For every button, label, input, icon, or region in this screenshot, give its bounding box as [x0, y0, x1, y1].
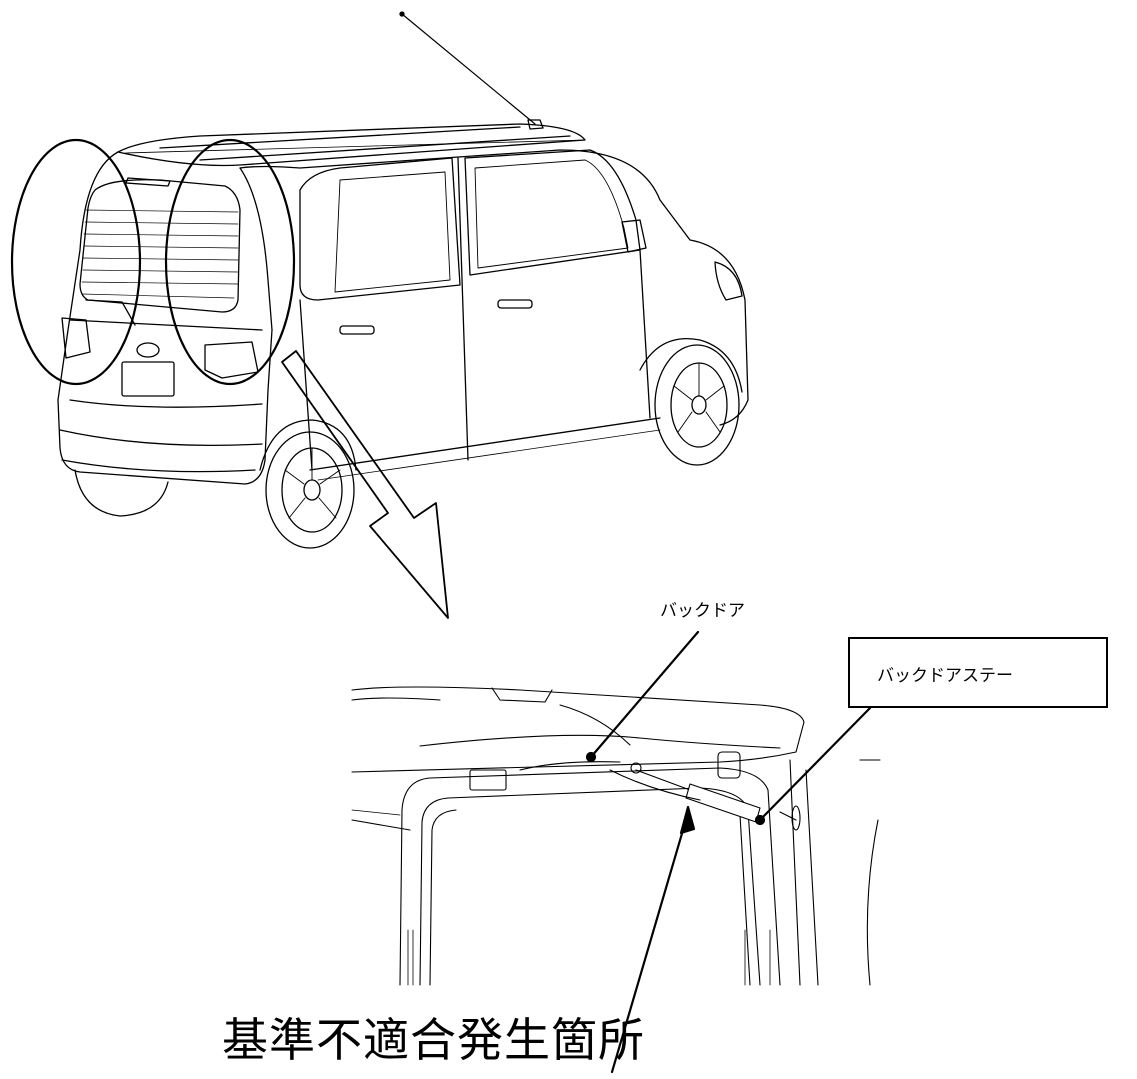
detail-arrow [281, 350, 449, 619]
stay-label-box [848, 637, 1108, 708]
nonconformity-location-label: 基準不適合発生箇所 [222, 1013, 645, 1067]
highlight-ellipse-left [10, 138, 142, 386]
vehicle-illustration [10, 11, 749, 619]
detail-illustration [351, 686, 881, 986]
back-door-label: バックドア [660, 601, 745, 621]
highlight-ellipse-right [164, 138, 296, 386]
back-door-stay-label: バックドアステー [877, 666, 1013, 686]
leader-lines [585, 630, 872, 1074]
